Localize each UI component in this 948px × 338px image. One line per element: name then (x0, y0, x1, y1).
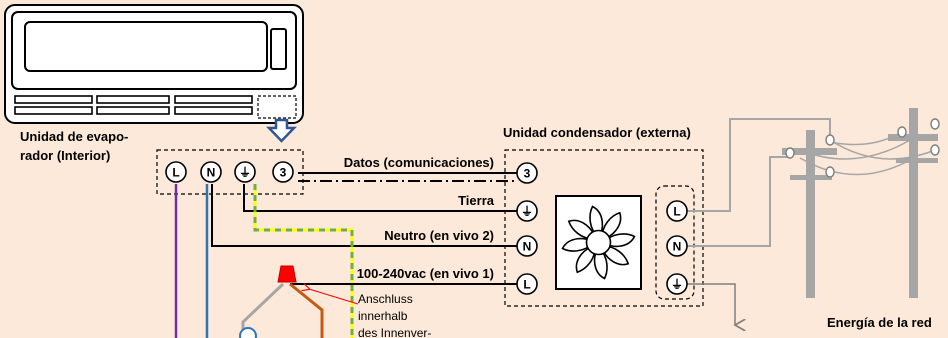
svg-text:3: 3 (524, 167, 531, 181)
utility-poles-icon (782, 108, 940, 298)
terminal-evap-n: N (200, 161, 222, 183)
grid-label: Energía de la red (827, 315, 932, 330)
down-arrow-icon (266, 118, 297, 143)
terminal-supply-n: N (666, 235, 688, 257)
wire-label-data: Datos (comunicaciones) (344, 155, 494, 170)
condenser-label: Unidad condensador (externa) (503, 125, 691, 140)
terminal-cond-l: L (516, 273, 538, 295)
terminal-evap-l: L (165, 161, 187, 183)
ground-icon: ⏚ (521, 205, 533, 219)
terminal-evap-ground: ⏚ (234, 161, 256, 183)
svg-text:N: N (523, 240, 532, 254)
wire-label-line: 100-240vac (en vivo 1) (357, 266, 494, 281)
terminal-cond-n: N (516, 235, 538, 257)
terminal-partial (239, 327, 257, 338)
terminal-evap-3: 3 (272, 161, 294, 183)
evaporator-label-line1: Unidad de evapo- (20, 129, 128, 144)
evaporator-vents (14, 95, 253, 115)
annotation-arrow (309, 289, 359, 305)
ground-icon: ⏚ (239, 166, 251, 180)
fan-icon (555, 195, 642, 290)
wire-connector-icon (277, 265, 297, 283)
svg-text:L: L (673, 205, 680, 219)
svg-text:N: N (207, 166, 216, 180)
condenser-unit-box (504, 149, 704, 307)
terminal-cond-ground: ⏚ (516, 200, 538, 222)
wire-label-neutral: Neutro (en vivo 2) (384, 228, 494, 243)
annotation-line2: innerhalb (358, 309, 408, 323)
svg-text:3: 3 (280, 166, 287, 180)
wire-label-ground: Tierra (458, 193, 495, 208)
evaporator-unit (4, 4, 304, 124)
svg-text:L: L (172, 166, 179, 180)
svg-text:N: N (673, 240, 682, 254)
svg-text:L: L (523, 278, 530, 292)
ground-icon: ⏚ (671, 278, 683, 292)
terminal-cond-3: 3 (516, 162, 538, 184)
terminal-supply-ground: ⏚ (666, 273, 688, 295)
wires (174, 172, 518, 338)
evaporator-label-line2: rador (Interior) (20, 148, 110, 163)
condenser-supply-box (655, 185, 695, 300)
annotation-line3: des Innenver- (358, 326, 431, 338)
supply-wires (686, 118, 831, 325)
terminal-supply-l: L (666, 200, 688, 222)
annotation-line1: Anschluss (358, 292, 413, 306)
